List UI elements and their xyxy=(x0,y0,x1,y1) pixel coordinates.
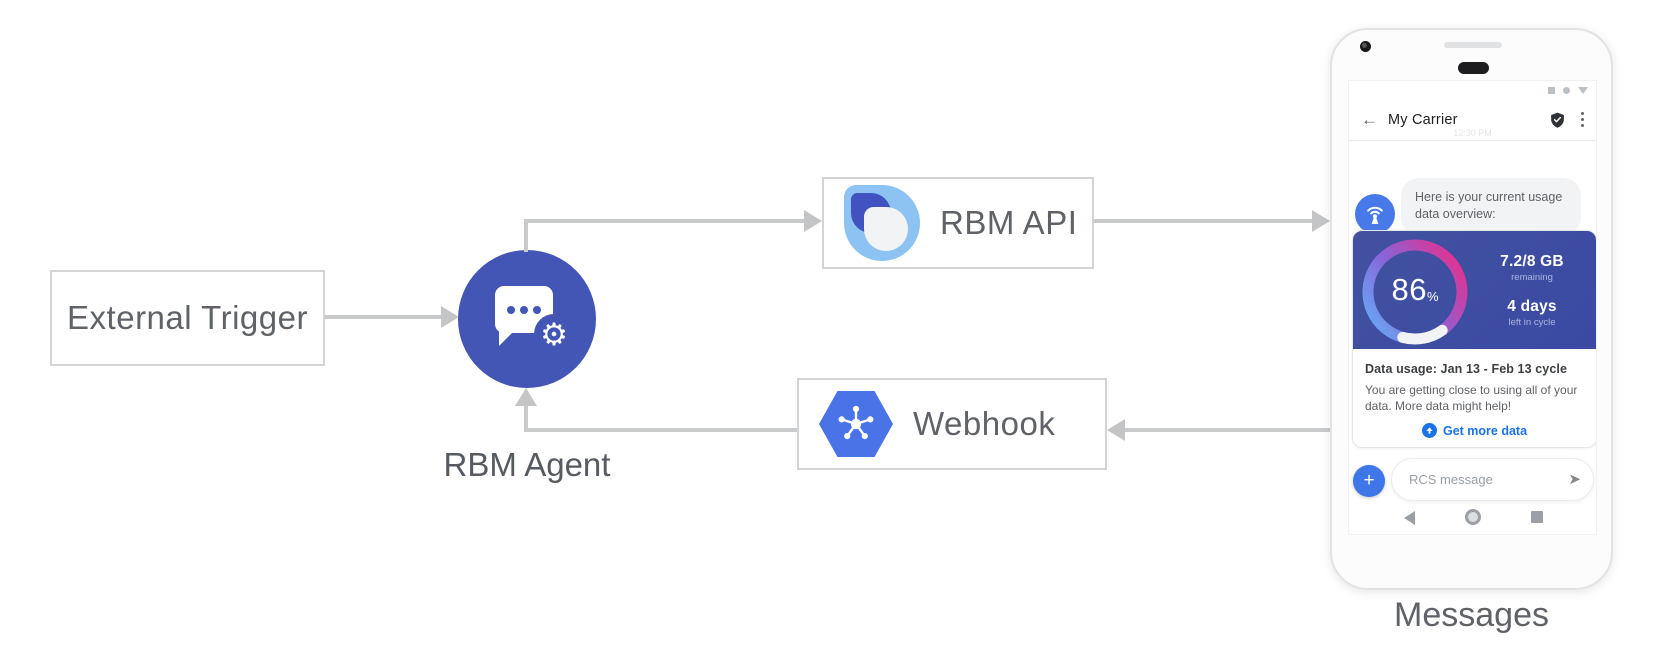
data-usage-card: 86% 7.2/8 GB remaining 4 days left in cy… xyxy=(1352,230,1596,448)
agent-message-bubble: Here is your current usage data overview… xyxy=(1401,178,1581,235)
conversation-header: ← My Carrier xyxy=(1349,99,1596,140)
verified-shield-icon[interactable] xyxy=(1549,111,1566,129)
phone-to-webhook-head xyxy=(1107,419,1125,441)
chat-bubble-tail xyxy=(499,331,514,346)
agent-to-api-vline xyxy=(524,221,528,252)
webhook-to-agent-hline xyxy=(524,428,797,432)
api-to-phone-line xyxy=(1094,219,1314,223)
message-timestamp: 12:30 PM xyxy=(1453,128,1492,138)
data-remaining-caption: remaining xyxy=(1511,271,1553,283)
usage-card-title: Data usage: Jan 13 - Feb 13 cycle xyxy=(1365,362,1568,376)
arrow-trigger-to-agent-line xyxy=(325,315,442,319)
chat-bubble-icon xyxy=(495,286,553,333)
nav-recents-icon[interactable] xyxy=(1531,511,1543,523)
status-triangle-icon xyxy=(1578,87,1588,94)
usage-stats: 7.2/8 GB remaining 4 days left in cycle xyxy=(1474,231,1590,349)
phone-mockup: ← My Carrier 12:30 PM xyxy=(1330,28,1613,590)
messages-caption: Messages xyxy=(1394,596,1549,634)
agent-to-api-hline xyxy=(524,219,806,223)
agent-avatar xyxy=(1355,194,1395,234)
phone-screen: ← My Carrier 12:30 PM xyxy=(1348,80,1597,535)
status-bar xyxy=(1548,87,1588,94)
rbm-agent-node: ⚙ xyxy=(458,250,596,388)
message-composer[interactable]: ➤ xyxy=(1391,458,1594,501)
get-more-data-button[interactable]: Get more data xyxy=(1365,423,1584,439)
webhook-hexagon-icon xyxy=(819,391,893,457)
gauge-percent: 86% xyxy=(1391,272,1439,307)
earpiece xyxy=(1458,62,1489,74)
rcs-message-input[interactable] xyxy=(1409,472,1569,487)
attach-plus-button[interactable]: + xyxy=(1353,465,1385,497)
send-icon[interactable]: ➤ xyxy=(1568,471,1581,488)
overflow-menu-icon[interactable] xyxy=(1579,110,1587,130)
usage-card-text: You are getting close to using all of yo… xyxy=(1365,383,1578,414)
antenna-icon xyxy=(1367,206,1383,224)
gear-icon: ⚙ xyxy=(534,314,574,354)
arrow-trigger-to-agent-head xyxy=(441,306,459,328)
webhook-to-agent-head xyxy=(515,388,537,406)
api-to-phone-head xyxy=(1312,210,1330,232)
nav-home-icon[interactable] xyxy=(1465,509,1481,525)
webhook-label: Webhook xyxy=(913,405,1056,442)
camera-icon xyxy=(1360,41,1371,52)
bubble-dots-icon xyxy=(495,286,553,333)
agent-to-api-head xyxy=(804,210,822,232)
rbm-api-logo-icon xyxy=(844,185,920,261)
usage-card-body: Data usage: Jan 13 - Feb 13 cycle You ar… xyxy=(1353,349,1596,439)
status-dot-icon xyxy=(1563,87,1570,94)
conversation-title: My Carrier xyxy=(1388,111,1458,128)
back-arrow-icon[interactable]: ← xyxy=(1361,109,1378,129)
status-square-icon xyxy=(1548,87,1555,94)
rbm-api-label: RBM API xyxy=(940,204,1078,241)
header-divider xyxy=(1349,140,1596,141)
nav-back-icon[interactable] xyxy=(1404,511,1415,525)
rbm-api-node: RBM API xyxy=(822,177,1094,269)
speaker-slot xyxy=(1444,42,1502,48)
usage-gauge: 86% xyxy=(1355,231,1475,349)
external-trigger-node: External Trigger xyxy=(50,270,325,366)
webhook-to-agent-vline xyxy=(524,404,528,432)
webhook-node: Webhook xyxy=(797,378,1107,470)
rbm-agent-label: RBM Agent xyxy=(443,446,611,483)
get-more-data-icon xyxy=(1421,423,1437,439)
data-remaining-value: 7.2/8 GB xyxy=(1500,252,1564,270)
days-left-caption: left in cycle xyxy=(1508,316,1556,328)
get-more-data-label: Get more data xyxy=(1442,423,1528,438)
external-trigger-label: External Trigger xyxy=(67,299,308,336)
usage-hero-panel: 86% 7.2/8 GB remaining 4 days left in cy… xyxy=(1353,231,1596,349)
days-left-value: 4 days xyxy=(1507,297,1557,315)
phone-to-webhook-line xyxy=(1123,428,1330,432)
android-navbar xyxy=(1349,505,1596,529)
hub-spoke-icon xyxy=(838,405,874,440)
